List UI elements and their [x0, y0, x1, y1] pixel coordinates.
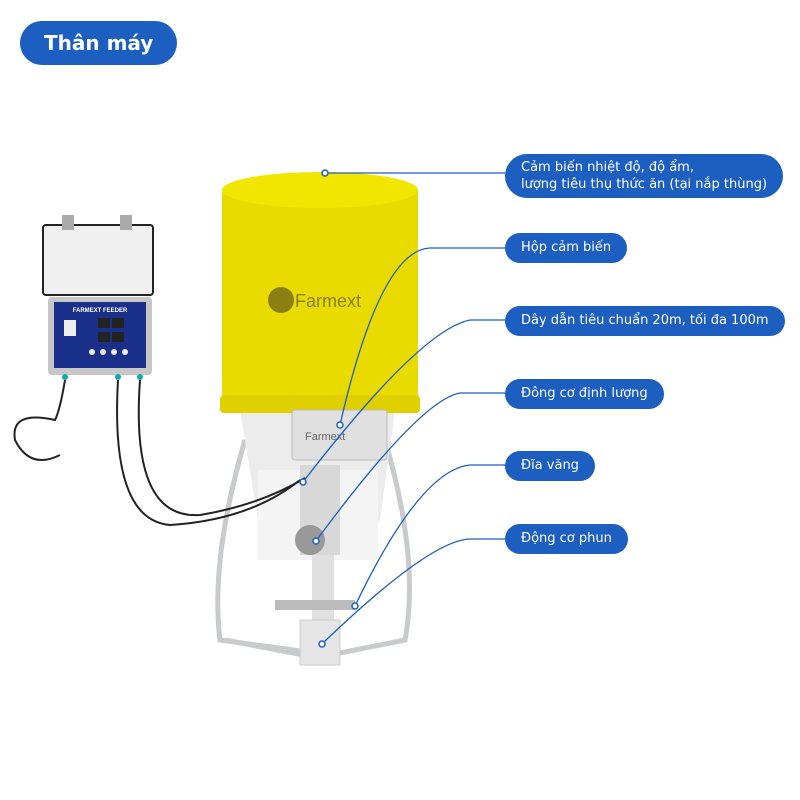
sensor-box-logo-text: Farmext: [305, 431, 345, 443]
callout-cable: Dây dẫn tiêu chuẩn 20m, tối đa 100m: [505, 306, 785, 336]
spreader-disc: [275, 600, 355, 610]
callout-dots: [299, 169, 359, 648]
callout-spray-motor: Động cơ phun: [505, 524, 628, 554]
callout-sensor: Cảm biến nhiệt độ, độ ẩm, lượng tiêu thụ…: [505, 154, 784, 198]
callout-sensor-line2: lượng tiêu thụ thức ăn (tại nắp thùng): [521, 177, 768, 192]
spindle: [312, 555, 334, 625]
dosing-motor: [295, 525, 325, 555]
leader-lines: [302, 172, 505, 645]
callout-dosing-motor: Đông cơ định lượng: [505, 379, 664, 409]
callout-sensor-line1: Cảm biến nhiệt độ, độ ẩm,: [521, 160, 694, 175]
cables: [13, 379, 306, 527]
hopper-lid: [222, 172, 418, 208]
farmext-logo: Farmext: [268, 287, 361, 313]
control-box: FARMEXT FEEDER: [42, 215, 154, 380]
callout-sensor-box: Hộp cảm biến: [505, 233, 628, 263]
callout-spreader-disc: Đĩa văng: [505, 451, 595, 481]
hopper-tank: [222, 177, 418, 410]
sensor-box: Farmext: [291, 409, 388, 461]
control-panel-label: FARMEXT FEEDER: [73, 308, 128, 314]
farmext-logo-text: Farmext: [295, 291, 361, 311]
page-title: Thân máy: [20, 21, 178, 65]
